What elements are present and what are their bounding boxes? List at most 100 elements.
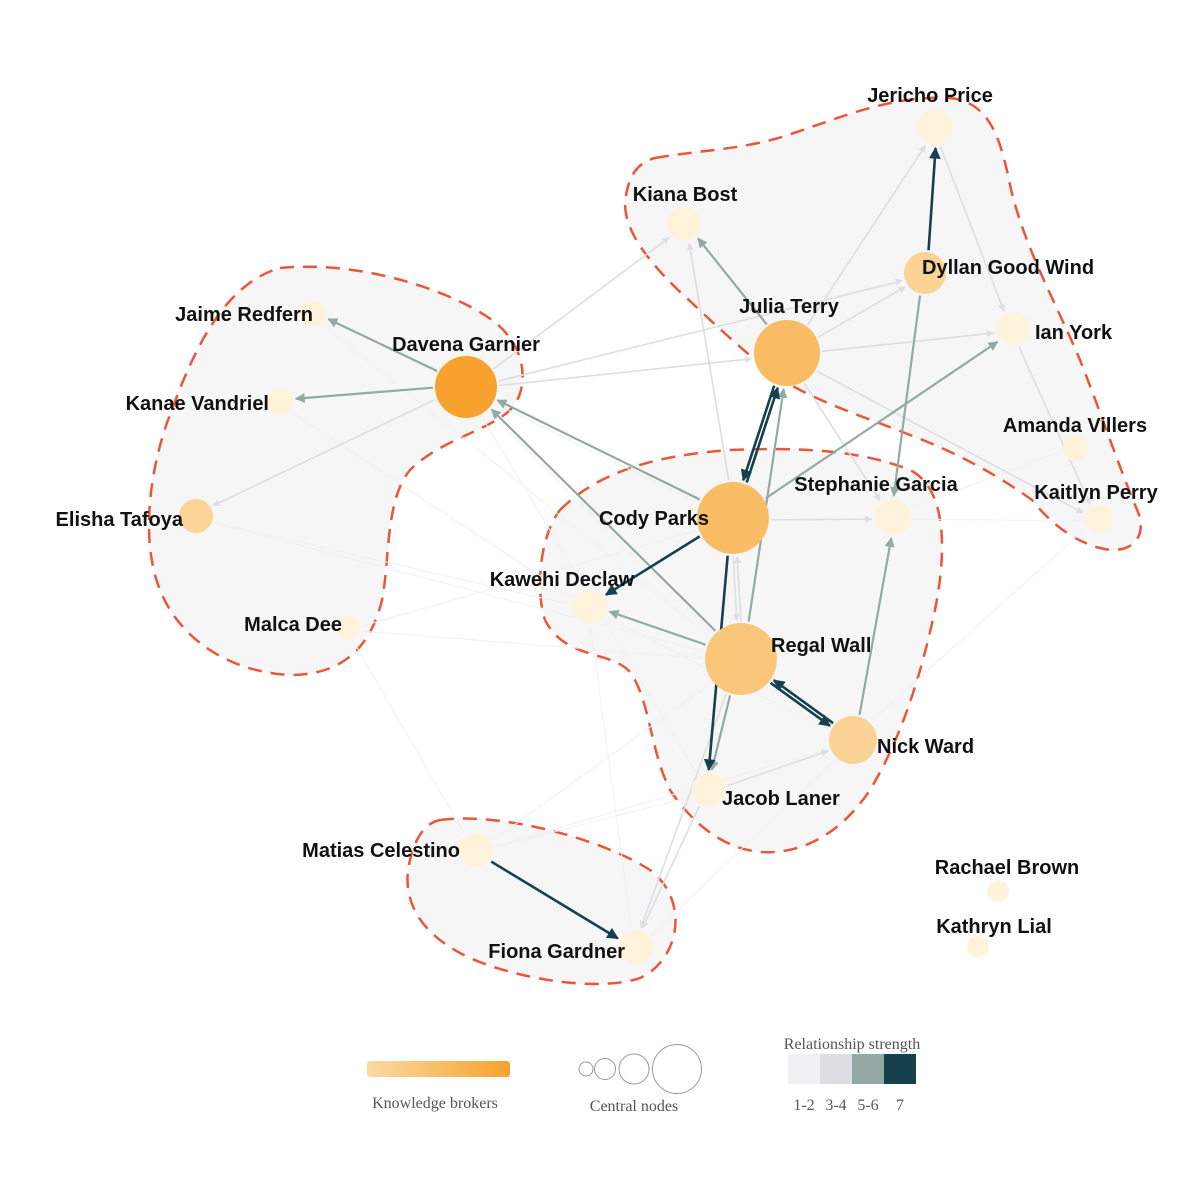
node-fiona[interactable] bbox=[619, 930, 653, 964]
label-ian: Ian York bbox=[1035, 322, 1113, 344]
node-davena[interactable] bbox=[435, 356, 497, 418]
label-dyllan: Dyllan Good Wind bbox=[922, 257, 1094, 279]
edge-kaitlyn-to-nick bbox=[871, 527, 1087, 721]
edge-jaime-to-regal bbox=[323, 324, 710, 637]
edge-malca-to-cody bbox=[361, 530, 697, 627]
strength-swatch-3 bbox=[852, 1054, 884, 1084]
label-jacob: Jacob Laner bbox=[722, 788, 840, 810]
node-kanae[interactable] bbox=[267, 389, 293, 415]
node-kaitlyn[interactable] bbox=[1085, 505, 1113, 533]
node-kawehi[interactable] bbox=[573, 590, 607, 624]
edge-matias-to-nick bbox=[494, 748, 828, 848]
size-circle-s bbox=[594, 1058, 616, 1080]
label-julia: Julia Terry bbox=[739, 296, 840, 318]
node-ian[interactable] bbox=[996, 312, 1030, 346]
edge-malca-to-regal bbox=[361, 630, 703, 659]
node-stephanie[interactable] bbox=[875, 499, 911, 535]
strength-bin-label-4: 7 bbox=[896, 1097, 904, 1114]
label-kaitlyn: Kaitlyn Perry bbox=[1034, 482, 1158, 504]
label-elisha: Elisha Tafoya bbox=[56, 509, 184, 531]
edge-regal-to-cody bbox=[733, 556, 742, 621]
edge-cody-to-stephanie bbox=[771, 515, 873, 523]
edge-matias-to-jacob bbox=[494, 796, 691, 848]
edge-regal-to-kawehi bbox=[608, 609, 707, 646]
strength-swatch-2 bbox=[820, 1054, 852, 1084]
legend-central-label: Central nodes bbox=[590, 1098, 678, 1115]
edge-cody-to-ian bbox=[764, 340, 999, 500]
edge-stephanie-to-kaitlyn bbox=[912, 518, 1082, 522]
node-jacob[interactable] bbox=[692, 773, 726, 807]
node-jaime[interactable] bbox=[300, 301, 326, 327]
edge-davena-to-elisha bbox=[212, 398, 436, 507]
edge-davena-to-kanae bbox=[294, 386, 434, 403]
node-cody[interactable] bbox=[697, 482, 769, 554]
node-nick[interactable] bbox=[829, 716, 877, 764]
community-clusters bbox=[147, 96, 1143, 986]
node-elisha[interactable] bbox=[179, 499, 213, 533]
broker-gradient-bar bbox=[367, 1061, 510, 1077]
label-malca: Malca Dee bbox=[244, 614, 342, 636]
label-stephanie: Stephanie Garcia bbox=[794, 474, 958, 496]
edge-cody-to-davena bbox=[496, 399, 701, 501]
node-matias[interactable] bbox=[459, 833, 493, 867]
node-kiana[interactable] bbox=[667, 207, 701, 241]
edge-davena-to-jaime bbox=[327, 318, 438, 372]
label-kanae: Kanae Vandriel bbox=[126, 393, 269, 415]
edge-jacob-to-fiona bbox=[641, 806, 700, 929]
label-cody: Cody Parks bbox=[599, 508, 709, 530]
label-rachael: Rachael Brown bbox=[935, 857, 1079, 879]
edge-julia-to-cody bbox=[740, 385, 776, 482]
node-rachael[interactable] bbox=[987, 880, 1009, 902]
edge-malca-to-matias bbox=[352, 640, 465, 834]
person-nodes bbox=[179, 109, 1113, 964]
edge-dyllan-to-stephanie bbox=[889, 295, 922, 497]
label-kiana: Kiana Bost bbox=[633, 184, 738, 206]
node-jericho[interactable] bbox=[917, 109, 953, 145]
node-malca[interactable] bbox=[336, 616, 360, 640]
edge-matias-to-regal bbox=[492, 682, 711, 841]
relationship-edges bbox=[212, 145, 1091, 940]
node-julia[interactable] bbox=[754, 320, 820, 386]
legend: Knowledge brokers Central nodes Relation… bbox=[367, 1036, 920, 1115]
edge-cody-to-kiana bbox=[686, 242, 730, 481]
edge-nick-to-regal bbox=[772, 679, 834, 725]
edge-davena-to-cody bbox=[494, 402, 698, 504]
strength-bin-label-2: 3-4 bbox=[825, 1097, 846, 1114]
label-jaime: Jaime Redfern bbox=[175, 304, 313, 326]
label-regal: Regal Wall bbox=[771, 635, 871, 657]
label-jericho: Jericho Price bbox=[867, 85, 993, 107]
edge-jericho-to-ian bbox=[939, 146, 1005, 312]
edge-regal-to-davena bbox=[490, 408, 717, 632]
edge-cody-to-julia bbox=[745, 386, 780, 483]
label-davena: Davena Garnier bbox=[392, 334, 540, 356]
edge-elisha-to-kawehi bbox=[213, 521, 571, 605]
size-circle-l bbox=[652, 1044, 702, 1094]
edge-julia-to-kiana bbox=[697, 237, 768, 326]
edge-davena-to-regal bbox=[487, 411, 713, 634]
edge-julia-to-ian bbox=[821, 330, 995, 353]
edge-dyllan-to-jericho bbox=[927, 146, 941, 251]
edge-julia-to-dyllan bbox=[817, 286, 906, 338]
edge-regal-to-jacob bbox=[709, 695, 732, 772]
edge-davena-to-kiana bbox=[493, 236, 670, 370]
legend-central-nodes: Central nodes bbox=[578, 1044, 702, 1115]
edge-matias-to-fiona bbox=[490, 860, 619, 940]
node-regal[interactable] bbox=[705, 623, 777, 695]
node-dyllan[interactable] bbox=[904, 252, 946, 294]
edge-jacob-to-nick bbox=[727, 749, 829, 787]
label-amanda: Amanda Villers bbox=[1003, 415, 1147, 437]
cluster-north-east bbox=[623, 96, 1143, 552]
label-nick: Nick Ward bbox=[877, 736, 974, 758]
label-kawehi: Kawehi Declaw bbox=[490, 569, 635, 591]
edge-kanae-to-kawehi bbox=[291, 411, 573, 599]
edge-amanda-to-stephanie bbox=[911, 450, 1062, 509]
node-kathryn[interactable] bbox=[967, 936, 989, 958]
label-matias: Matias Celestino bbox=[302, 840, 460, 862]
edge-davena-to-dyllan bbox=[498, 278, 903, 382]
legend-brokers-label: Knowledge brokers bbox=[372, 1095, 498, 1112]
legend-knowledge-brokers: Knowledge brokers bbox=[367, 1061, 510, 1112]
node-amanda[interactable] bbox=[1063, 435, 1089, 461]
